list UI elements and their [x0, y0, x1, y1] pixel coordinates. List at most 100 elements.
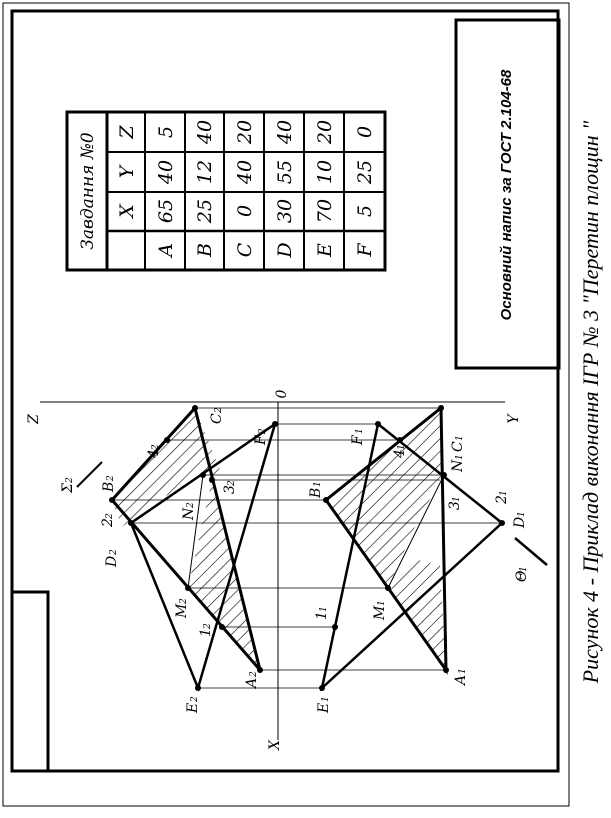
axis-z-label: Z [26, 414, 42, 425]
corner-stamp [10, 590, 50, 773]
table-cell: 65 [155, 199, 177, 223]
label-4-2-sub: 2 [151, 444, 161, 451]
table-cell: 20 [234, 120, 256, 145]
intersection-MN-1 [387, 474, 445, 589]
label-2-1-sub: 1 [499, 490, 509, 496]
table-cell: 25 [354, 160, 376, 185]
table-cell: 0 [234, 205, 256, 217]
hatched-A-1 [388, 560, 446, 670]
horizontal-projection [319, 404, 548, 692]
label-B2: B [101, 482, 117, 493]
label-D2: D [104, 556, 120, 568]
label-2-2: 2 [100, 518, 116, 528]
label-M1-sub: 1 [377, 600, 387, 606]
label-theta-sub: 1 [519, 566, 529, 572]
title-block [454, 18, 561, 370]
table-cell: 10 [314, 160, 336, 184]
label-2-2-sub: 2 [105, 513, 115, 520]
table-cell: 30 [274, 199, 296, 223]
label-N1-sub: 1 [455, 454, 465, 460]
axis-y-label: Y [506, 413, 522, 424]
label-C2-sub: 2 [214, 407, 224, 414]
table-title: Завдання №0 [78, 132, 98, 250]
table-cell: 40 [194, 120, 216, 145]
table-cell: C [234, 242, 256, 257]
label-3-2-sub: 2 [227, 480, 237, 487]
table-cell: 20 [314, 120, 336, 145]
axis-x-label: X [267, 739, 283, 751]
label-M2-sub: 2 [179, 598, 189, 605]
label-B2-sub: 2 [106, 475, 116, 482]
label-1-1: 1 [314, 611, 330, 620]
label-sigma: Σ [60, 483, 76, 494]
table-cell: Y [116, 163, 138, 178]
triangle-ABC-2 [109, 404, 262, 671]
label-A1: A [453, 675, 469, 687]
task-table: Завдання №0 XYZA65405B251240C04020D30554… [65, 110, 387, 272]
triangle-ABC-1 [323, 404, 448, 675]
table-cell: 0 [354, 126, 376, 138]
table-cell: 40 [155, 160, 177, 185]
label-C2: C [209, 413, 225, 424]
points [109, 405, 505, 691]
label-E1-sub: 1 [321, 696, 331, 702]
label-B1: B [308, 488, 324, 499]
label-N2-sub: 2 [186, 502, 196, 509]
table-cell: 55 [274, 160, 296, 184]
table-cell: Z [116, 125, 138, 140]
table-cell: X [116, 203, 138, 220]
triangle-DEF-1 [319, 421, 504, 692]
table-cell: 40 [274, 120, 296, 145]
axis-origin-label: 0 [274, 389, 290, 398]
table-cell: 40 [234, 160, 256, 185]
label-N1: N [450, 459, 466, 473]
label-1-2: 1 [198, 628, 214, 637]
label-F1: F [350, 434, 366, 446]
label-E2: E [185, 703, 201, 714]
frontal-projection [76, 404, 278, 692]
hatched-C-1 [372, 408, 444, 475]
link-lines [112, 407, 502, 689]
label-1-2-sub: 2 [203, 623, 213, 630]
label-theta: Θ [514, 570, 530, 582]
theta-trace [514, 537, 548, 566]
table-cell: E [314, 243, 336, 258]
label-F2: F [253, 434, 269, 446]
point-labels: C 2 F 2 4 2 B 2 Σ 2 3 2 2 2 N 2 D 2 M 2 … [60, 407, 530, 714]
label-2-1: 2 [494, 495, 510, 505]
label-1-1-sub: 1 [319, 606, 329, 612]
table-cell: A [155, 243, 177, 259]
label-3-1-sub: 1 [452, 496, 462, 502]
label-D1: D [512, 517, 528, 529]
label-F2-sub: 2 [258, 428, 268, 435]
table-cell: B [194, 243, 216, 258]
table-cell: 25 [194, 199, 216, 224]
sigma-trace [76, 461, 103, 488]
label-E2-sub: 2 [190, 696, 200, 703]
label-M1: M [372, 605, 388, 621]
axes [40, 401, 505, 740]
label-D1-sub: 1 [517, 511, 527, 517]
table-cell: 12 [194, 160, 216, 184]
visible-part-bottom [188, 480, 260, 670]
label-3-1: 3 [447, 501, 463, 510]
hatched-B-N-1 [326, 460, 444, 588]
title-block-text: Основний напис за ГОСТ 2.104-68 [498, 69, 515, 320]
drawing-frame [10, 9, 560, 773]
table-cell: 5 [155, 126, 177, 138]
outer-border [2, 2, 570, 807]
label-4-2: 4 [146, 449, 162, 459]
label-C1: C [450, 441, 466, 452]
label-A2-sub: 2 [249, 671, 259, 678]
table-cell: F [354, 243, 376, 258]
visible-part-top [112, 408, 220, 527]
label-A2: A [244, 678, 260, 690]
label-N2: N [181, 507, 197, 521]
label-A1-sub: 1 [458, 668, 468, 674]
label-3-2: 3 [222, 485, 238, 494]
label-D2-sub: 2 [109, 549, 119, 556]
table-cell: 70 [314, 199, 336, 223]
label-E1: E [316, 703, 332, 714]
figure-caption: Рисунок 4 - Приклад виконання ІГР № 3 "П… [578, 120, 603, 685]
